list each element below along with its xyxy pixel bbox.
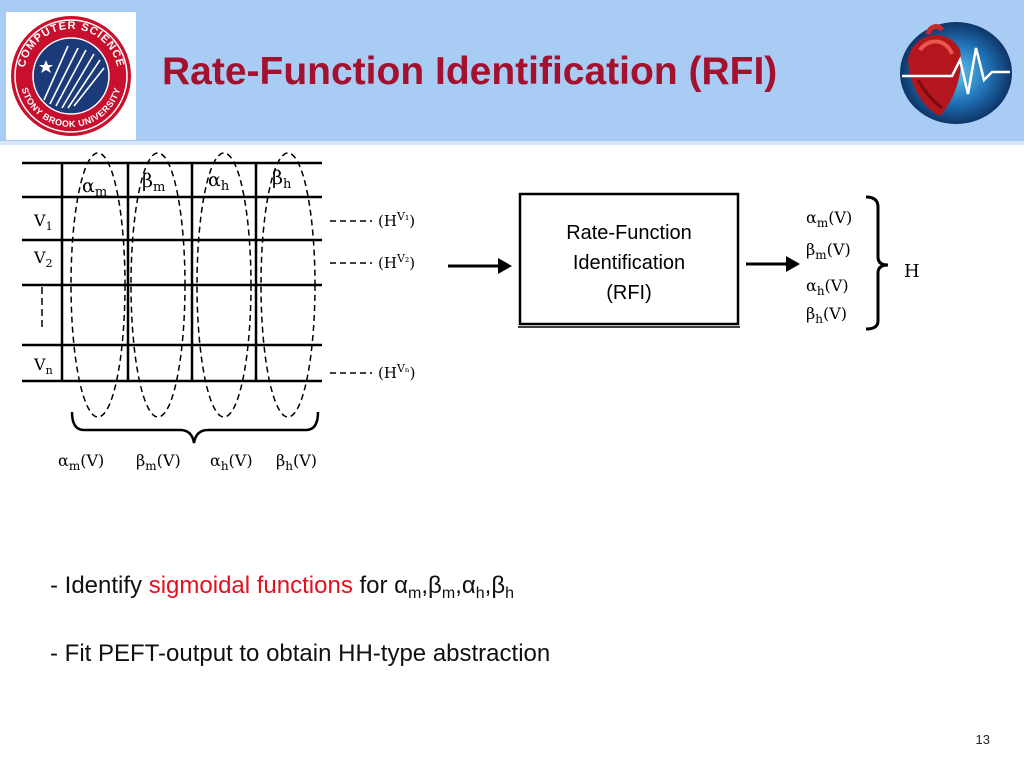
function-label: αh(V) <box>210 451 253 473</box>
sub-h: h <box>475 585 485 602</box>
hv-label: (HVₙ) <box>378 362 416 382</box>
bottom-brace <box>70 411 320 444</box>
output-bracket <box>865 195 889 331</box>
sub-m: m <box>441 585 456 602</box>
hv-labels: (HV₁) (HV₂) (HVₙ) <box>330 210 416 382</box>
column-headers: αm βm αh βh <box>82 167 292 200</box>
function-label: βm(V) <box>136 451 181 473</box>
row-label: V1 <box>33 211 53 233</box>
beta-symbol: β <box>491 572 506 599</box>
hv-label: (HV₁) <box>378 210 415 230</box>
column-header: αh <box>208 169 230 194</box>
parameter-table-grid <box>22 161 322 383</box>
sub-m: m <box>408 585 422 602</box>
slide-header: COMPUTER SCIENCE STONY BROOK UNIVERSITY … <box>0 0 1024 145</box>
row-label: Vn <box>33 355 53 377</box>
page-number: 13 <box>975 732 990 747</box>
beta-symbol: β <box>428 572 442 599</box>
sub-h: h <box>505 585 515 602</box>
output-arrow <box>746 256 800 272</box>
bullet-1-prefix: - Identify <box>50 572 149 599</box>
function-label: αh(V) <box>806 276 849 298</box>
function-label: βh(V) <box>276 451 317 473</box>
heart-ecg-icon <box>900 22 1012 124</box>
alpha-symbol: α <box>394 572 409 599</box>
bullet-1-for: for <box>352 572 395 599</box>
column-ellipse <box>130 152 186 418</box>
bullet-identify-sigmoidal: - Identify sigmoidal functions for αm,βm… <box>50 572 514 603</box>
row-label: V2 <box>33 248 53 270</box>
bullet-1-highlight: sigmoidal functions <box>148 572 353 599</box>
output-h-label: H <box>904 261 920 282</box>
column-ellipses <box>70 152 316 418</box>
comma: , <box>455 572 462 599</box>
input-arrow <box>448 258 512 274</box>
stony-brook-cs-logo: COMPUTER SCIENCE STONY BROOK UNIVERSITY <box>6 12 136 140</box>
function-label: βh(V) <box>806 304 847 326</box>
slide-title: Rate-Function Identification (RFI) <box>162 50 778 93</box>
alpha-symbol: α <box>461 572 476 599</box>
bullet-fit-peft: - Fit PEFT-output to obtain HH-type abst… <box>50 640 551 667</box>
hv-label: (HV₂) <box>378 252 415 272</box>
column-header: αm <box>82 175 107 200</box>
function-label: αm(V) <box>806 208 852 230</box>
column-ellipse <box>70 152 126 418</box>
function-label: βm(V) <box>806 240 851 262</box>
column-ellipse <box>260 152 316 418</box>
column-header: βh <box>272 167 292 192</box>
bottom-function-labels: αm(V) βm(V) αh(V) βh(V) <box>58 451 317 473</box>
column-ellipse <box>196 152 252 418</box>
column-header: βm <box>142 170 165 195</box>
output-function-labels: αm(V) βm(V) αh(V) βh(V) <box>806 208 852 326</box>
comma: , <box>421 572 429 599</box>
comma: , <box>484 572 492 599</box>
function-label: αm(V) <box>58 451 104 473</box>
